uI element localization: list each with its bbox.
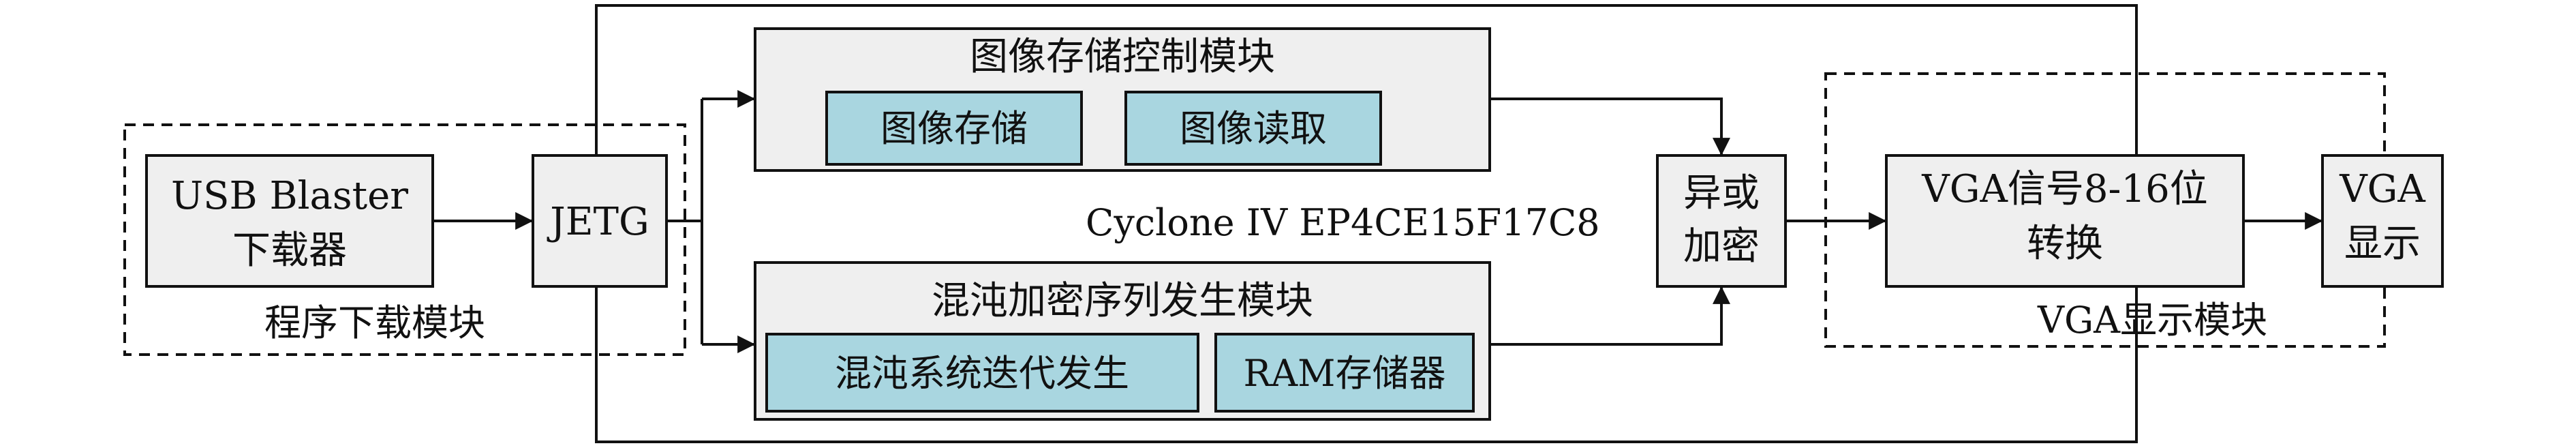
chaos-iteration-label: 混沌系统迭代发生 [835,352,1129,395]
usb-blaster-box [145,154,434,288]
xor-encrypt-line2: 加密 [1683,224,1760,269]
vga-display-line1: VGA [2339,167,2425,211]
image-storage-label: 图像存储 [880,107,1028,150]
arrow-image-to-xor [1490,98,1730,156]
vga-display-box [2321,154,2444,288]
vga-display-line2: 显示 [2344,222,2421,266]
usb-blaster-line2: 下载器 [232,228,347,273]
image-read-label: 图像读取 [1180,107,1327,150]
vga-module-group [1824,72,2386,348]
image-storage-control-title: 图像存储控制模块 [970,35,1275,79]
vga-convert-line1: VGA信号8-16位 [1921,167,2207,211]
ram-storage-label: RAM存储器 [1244,352,1446,395]
jetg-label: JETG [547,200,649,244]
download-module-label: 程序下载模块 [264,301,485,344]
arrow-chaos-to-xor [1490,286,1730,346]
vga-convert-line2: 转换 [2027,222,2103,266]
vga-module-label: VGA显示模块 [2037,299,2267,342]
chaos-iteration-box [765,333,1199,413]
ram-storage-box [1214,333,1475,413]
download-module-group [123,123,686,356]
xor-encrypt-line1: 异或 [1683,171,1760,215]
usb-blaster-line1: USB Blaster [171,174,408,218]
chaos-sequence-title: 混沌加密序列发生模块 [932,279,1313,323]
image-read-box [1124,91,1382,166]
fpga-label: Cyclone IV EP4CE15F17C8 [1086,201,1600,244]
image-storage-box [825,91,1083,166]
